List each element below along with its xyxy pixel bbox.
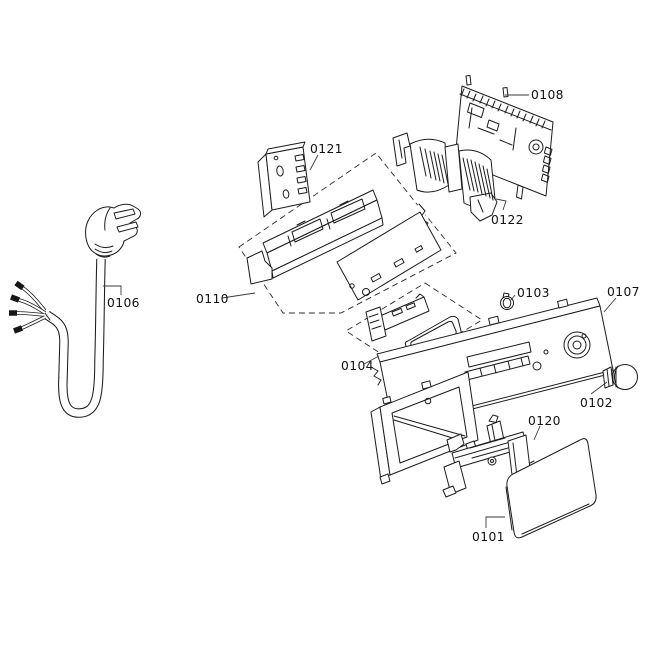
- part-label-handle-bracket: 0120: [528, 414, 561, 428]
- small-button-drawing: [500, 292, 514, 310]
- leader-control-panel: [603, 297, 617, 313]
- leader-ribbed-holder: [495, 198, 507, 211]
- part-label-control-module: 0108: [531, 88, 564, 102]
- labels-layer: 0106 0121 0110 0108 0122 0103 0107 0104 0102 0120…: [103, 88, 640, 544]
- part-label-drawer-front: 0101: [472, 530, 505, 544]
- wire-ends: [9, 280, 47, 334]
- part-label-power-cord: 0106: [107, 296, 140, 310]
- plug-drawing: [85, 203, 141, 258]
- display-module-drawing: [365, 293, 430, 342]
- leader-power-cord: [103, 285, 122, 295]
- part-label-control-panel: 0107: [607, 285, 640, 299]
- drawer-front-drawing: [505, 438, 597, 539]
- handle-bracket-drawing: [442, 414, 532, 498]
- part-label-small-button: 0103: [517, 286, 550, 300]
- leader-handle-bracket: [533, 425, 541, 441]
- dashed-box-0110: [238, 152, 457, 314]
- ribbed-holder-drawing: [392, 132, 498, 222]
- part-label-display-module: 0104: [341, 359, 374, 373]
- pcb-board-drawing: [336, 211, 442, 301]
- leader-holder-module: [309, 154, 319, 171]
- power-cord-drawing: [9, 203, 141, 418]
- part-label-carrier-assembly: 0110: [196, 292, 229, 306]
- program-knob-drawing: [602, 364, 638, 390]
- leader-program-knob: [590, 381, 608, 395]
- leader-carrier-assembly: [221, 292, 256, 299]
- part-label-ribbed-holder: 0122: [491, 213, 524, 227]
- holder-module-drawing: [257, 141, 311, 218]
- part-label-holder-module: 0121: [310, 142, 343, 156]
- leader-display-module: [363, 355, 380, 365]
- carrier-frame-drawing: [246, 189, 384, 285]
- leader-small-button: [510, 294, 516, 301]
- part-label-program-knob: 0102: [580, 396, 613, 410]
- leader-drawer-front: [485, 516, 505, 528]
